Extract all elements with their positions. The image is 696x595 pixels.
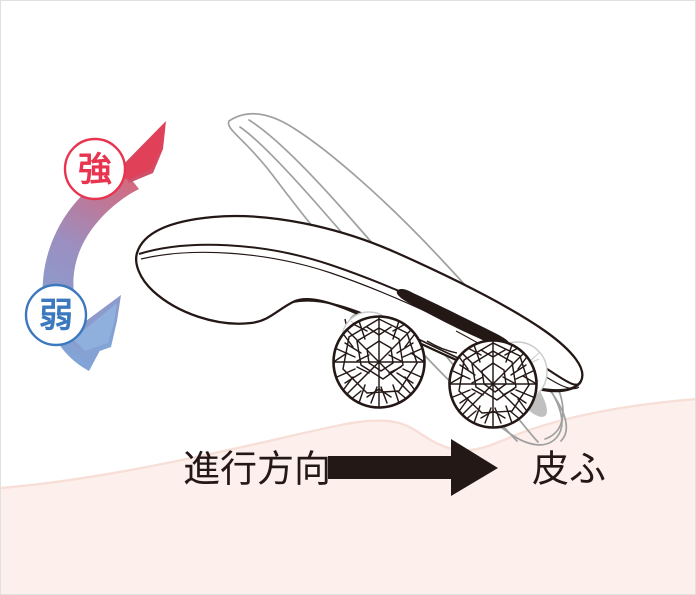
front-roller-texture	[334, 317, 424, 407]
device-top-ridge	[138, 243, 582, 386]
strong-badge-label: 強	[78, 150, 112, 190]
weak-badge-circle	[24, 283, 88, 347]
skin-edge-line	[1, 397, 695, 490]
device-seam-slot	[396, 289, 510, 347]
direction-label: 進行方向	[183, 448, 331, 491]
skin-surface	[1, 397, 695, 594]
skin-label: 皮ふ	[532, 448, 606, 491]
strong-badge-circle	[63, 137, 127, 201]
weak-badge: 弱	[24, 283, 88, 347]
front-roller-ball	[332, 315, 426, 409]
weak-badge-label: 弱	[39, 296, 73, 336]
weak-arrowhead-core	[73, 303, 117, 351]
direction-arrow-icon	[328, 439, 498, 496]
rear-roller-texture	[450, 341, 536, 427]
rear-roller-ball	[448, 339, 538, 429]
strong-badge: 強	[63, 137, 127, 201]
device-bottom-rim	[292, 299, 582, 393]
rear-roller-axle	[426, 340, 458, 354]
